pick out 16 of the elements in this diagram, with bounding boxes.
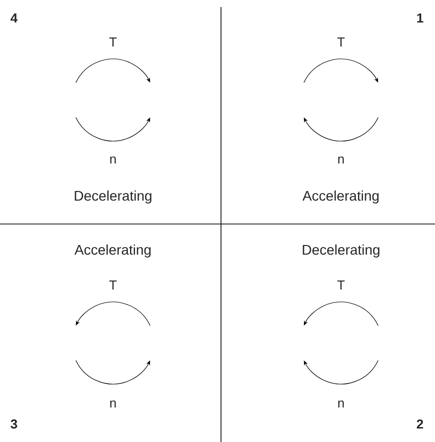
- arc-label: T: [337, 280, 345, 290]
- quadrant-number: 1: [417, 14, 424, 22]
- arc-label: n: [338, 156, 344, 164]
- arc-label: T: [109, 280, 117, 290]
- mode-label: Accelerating: [74, 244, 151, 258]
- mode-label: Decelerating: [74, 190, 152, 204]
- quadrant-number: 3: [10, 419, 18, 429]
- arc-label: n: [110, 156, 116, 164]
- arc-label: T: [337, 38, 345, 46]
- mode-label: Decelerating: [302, 244, 380, 258]
- arc-label: n: [110, 400, 116, 408]
- arc-label: T: [109, 38, 117, 46]
- quadrant-number: 2: [416, 419, 424, 429]
- mode-label: Accelerating: [302, 190, 379, 204]
- arc-label: n: [338, 400, 344, 408]
- quadrant-number: 4: [10, 14, 18, 22]
